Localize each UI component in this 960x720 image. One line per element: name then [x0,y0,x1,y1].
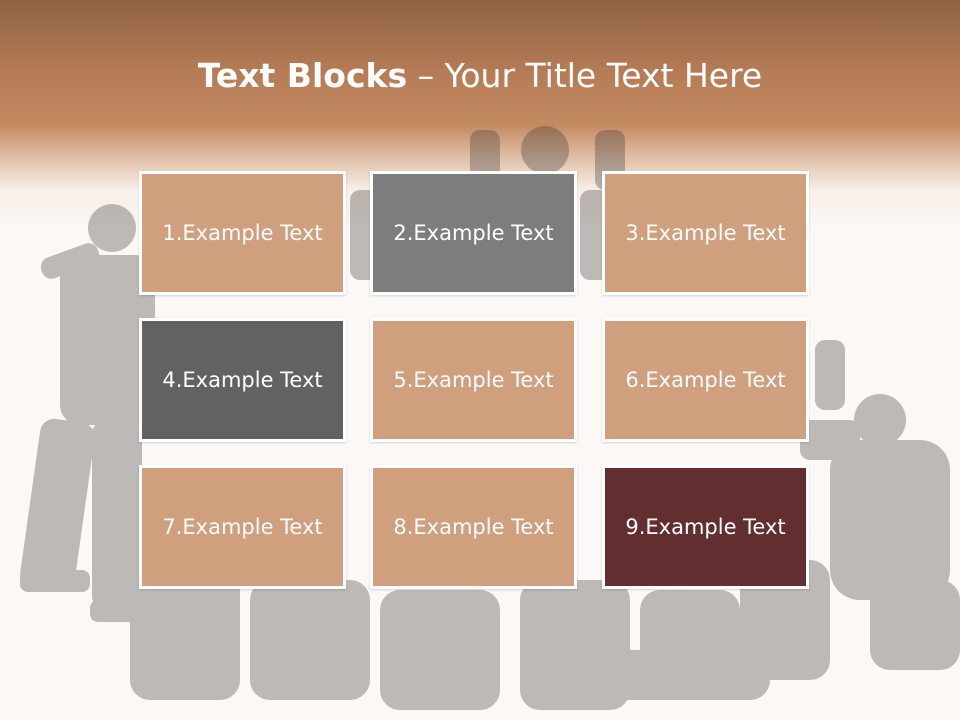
text-block-5[interactable]: 5.Example Text [370,318,577,442]
title-rest: Your Title Text Here [444,56,763,95]
text-block-label: 3.Example Text [625,221,786,245]
text-block-8[interactable]: 8.Example Text [370,465,577,589]
text-block-label: 2.Example Text [393,221,554,245]
text-block-1[interactable]: 1.Example Text [139,171,346,295]
text-block-label: 5.Example Text [393,368,554,392]
text-block-label: 4.Example Text [162,368,323,392]
text-block-label: 1.Example Text [162,221,323,245]
text-block-label: 7.Example Text [162,515,323,539]
title-dash: – [407,56,445,95]
title-bold-part: Text Blocks [197,56,408,95]
text-block-6[interactable]: 6.Example Text [602,318,809,442]
text-block-label: 9.Example Text [625,515,786,539]
text-block-label: 6.Example Text [625,368,786,392]
text-block-3[interactable]: 3.Example Text [602,171,809,295]
text-block-2[interactable]: 2.Example Text [370,171,577,295]
slide-title: Text Blocks – Your Title Text Here [0,52,960,100]
text-block-9[interactable]: 9.Example Text [602,465,809,589]
text-block-4[interactable]: 4.Example Text [139,318,346,442]
text-block-7[interactable]: 7.Example Text [139,465,346,589]
text-block-label: 8.Example Text [393,515,554,539]
